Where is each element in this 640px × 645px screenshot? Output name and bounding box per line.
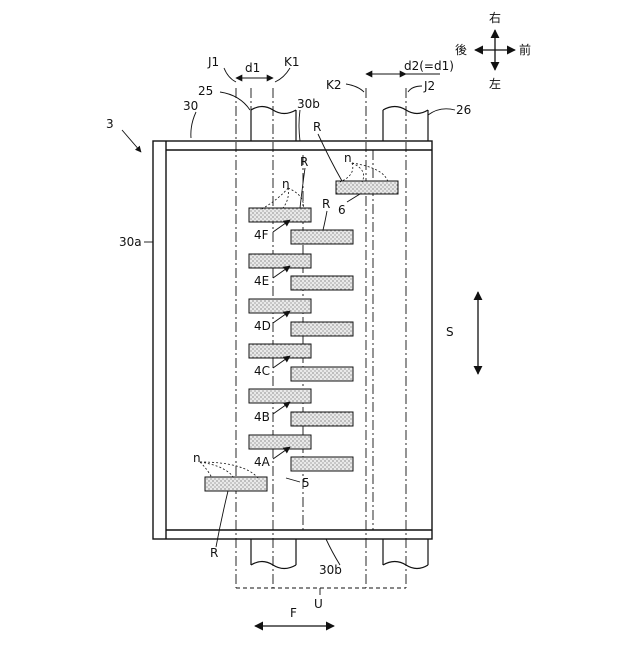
pad-4E-right [291, 276, 353, 290]
text-labels: 3 30 30a 30b 30b 25 26 J1 K1 K2 J2 d1 d2… [106, 10, 531, 620]
beam-left-label: 25 [198, 84, 213, 98]
ref-4A-label: 4A [254, 455, 271, 469]
frame-top-label: 30b [297, 97, 320, 111]
pads [205, 181, 398, 491]
compass-front-label: 前 [519, 42, 531, 57]
beam-left-25 [251, 107, 296, 569]
ref-n-2: n [282, 177, 290, 191]
ref-n-1: n [344, 151, 352, 165]
pad-4B-left [249, 389, 311, 403]
compass-right-label: 右 [489, 10, 501, 25]
line-k2-label: K2 [326, 78, 342, 92]
pad-4C-left [249, 344, 311, 358]
pad-4A-right [291, 457, 353, 471]
reference-lines [236, 88, 406, 588]
ref-r-1: R [313, 120, 321, 134]
ref-6-label: 6 [338, 203, 346, 217]
dir-f-label: F [290, 606, 297, 620]
ref-4D-label: 4D [254, 319, 271, 333]
pad-4F-right [291, 230, 353, 244]
frame-label: 30 [183, 99, 198, 113]
pad-4D-right [291, 322, 353, 336]
ref-4E-label: 4E [254, 274, 269, 288]
direction-arrows [255, 292, 478, 626]
leader-lines [122, 68, 455, 565]
ref-4B-label: 4B [254, 410, 270, 424]
pad-5 [205, 477, 267, 491]
dim-d2-label: d2(=d1) [404, 59, 454, 73]
ref-r-3: R [322, 197, 330, 211]
dim-d1-label: d1 [245, 61, 260, 75]
ref-4F-label: 4F [254, 228, 269, 242]
beam-right-26 [383, 107, 428, 569]
compass-left-label: 左 [489, 76, 501, 91]
unit-u-label: U [314, 597, 323, 611]
pad-4A-left [249, 435, 311, 449]
compass-back-label: 後 [455, 43, 467, 57]
frame-bottom-label: 30b [319, 563, 342, 577]
ref-4C-label: 4C [254, 364, 270, 378]
fig-ref-label: 3 [106, 117, 114, 131]
line-j1-label: J1 [207, 55, 219, 69]
line-k1-label: K1 [284, 55, 300, 69]
compass [475, 30, 515, 70]
dir-s-label: S [446, 325, 454, 339]
ref-n-3: n [193, 451, 201, 465]
pad-4C-right [291, 367, 353, 381]
pad-4E-left [249, 254, 311, 268]
frame-30 [153, 141, 432, 539]
ref-r-2: R [300, 155, 308, 169]
ref-5-label: 5 [302, 476, 310, 490]
pad-6 [336, 181, 398, 194]
ref-r-4: R [210, 546, 218, 560]
pad-4F-left [249, 208, 311, 222]
line-j2-label: J2 [423, 79, 435, 93]
beam-right-label: 26 [456, 103, 471, 117]
pad-4D-left [249, 299, 311, 313]
frame-side-label: 30a [119, 235, 142, 249]
pad-4B-right [291, 412, 353, 426]
